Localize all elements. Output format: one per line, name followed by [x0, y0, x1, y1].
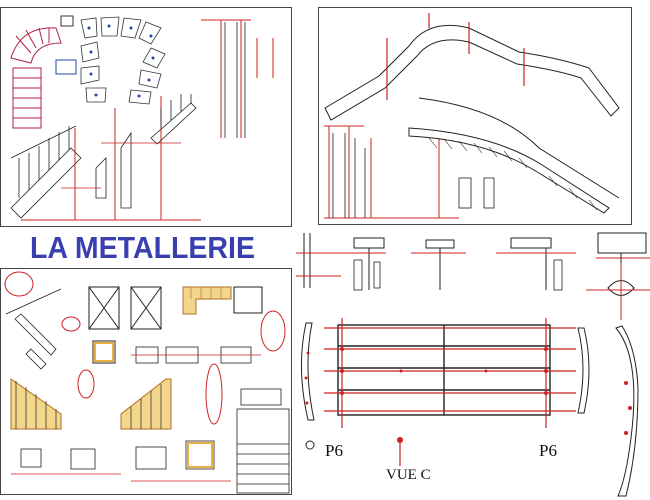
drawing-panel-top-right: [318, 7, 632, 225]
label-p6-left: P6: [325, 441, 343, 460]
page-title: LA METALLERIE: [30, 230, 255, 265]
stringer-elevation-drawing: [324, 13, 620, 219]
staircase-drawing-plans: [10, 15, 274, 221]
drawing-area-bottom-right: P6 P6 VUE C: [296, 228, 650, 500]
railing-section-drawing: [296, 232, 650, 497]
stair-details-drawing: [4, 271, 290, 494]
drawing-panel-top-left: [0, 7, 292, 227]
label-p6-right: P6: [539, 441, 557, 460]
drawing-panel-bottom-left: [0, 268, 292, 495]
label-vue-c: VUE C: [386, 467, 431, 483]
